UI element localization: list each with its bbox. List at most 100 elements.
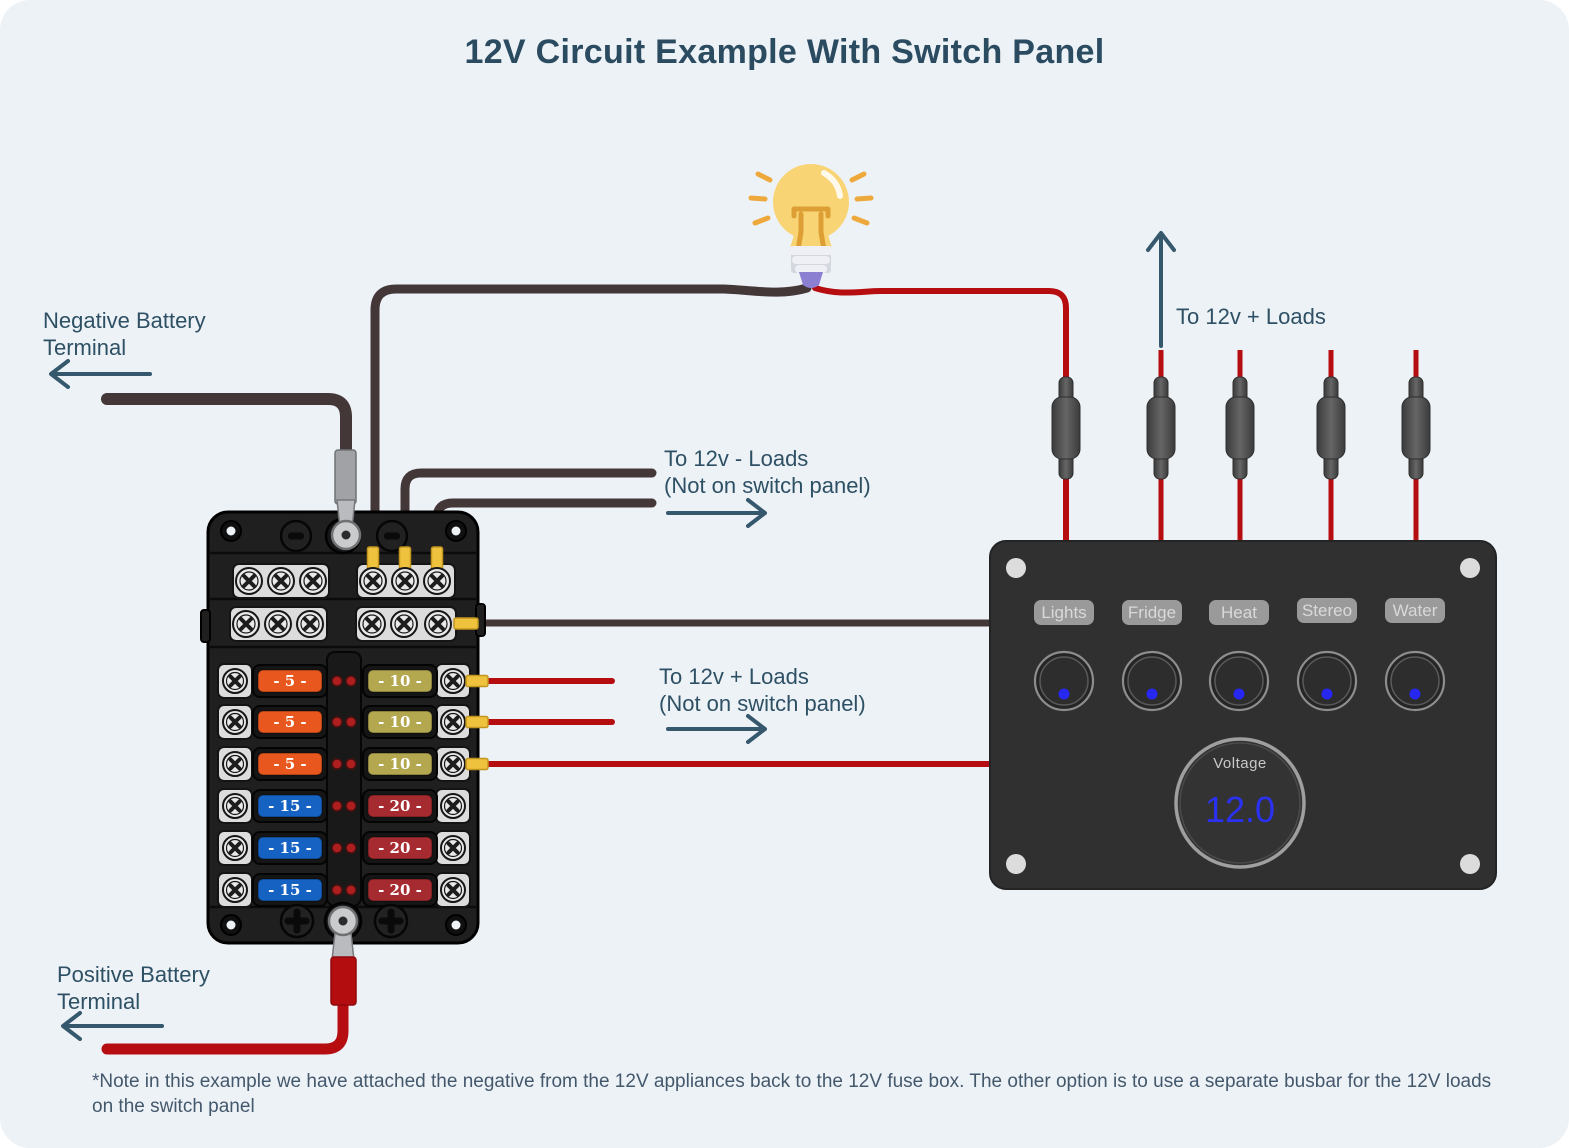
fuse-row: - 5 - - 10 - bbox=[217, 704, 489, 740]
arrow-up-panel-loads-icon bbox=[1146, 231, 1176, 348]
switch-panel-body bbox=[989, 540, 1497, 890]
positive-loads-label-line2: (Not on switch panel) bbox=[659, 690, 866, 716]
bulb-rays bbox=[748, 171, 874, 226]
fuse-row: - 5 - - 10 - bbox=[217, 746, 489, 782]
light-bulb-icon bbox=[748, 164, 874, 288]
positive-loads-label: To 12v + Loads (Not on switch panel) bbox=[659, 664, 866, 718]
arrow-right-negative-loads-icon bbox=[666, 498, 767, 528]
fuse-screw-icon bbox=[439, 667, 467, 695]
footnote: *Note in this example we have attached t… bbox=[92, 1071, 1492, 1117]
indicator-dot bbox=[331, 758, 343, 770]
fuse-row: - 5 - - 10 - bbox=[217, 663, 489, 699]
bulb-glass bbox=[773, 164, 849, 240]
panel-mount-hole-icon bbox=[1460, 854, 1480, 874]
negative-loads-label-line2: (Not on switch panel) bbox=[664, 472, 871, 498]
switch-button-fridge bbox=[1121, 650, 1183, 712]
negative-loads-label: To 12v - Loads (Not on switch panel) bbox=[664, 446, 871, 500]
fuse-value: - 5 - bbox=[273, 672, 306, 690]
fuse bbox=[367, 710, 433, 734]
fuse-box-graphic: - 5 - - 10 - - 5 - - 10 - bbox=[200, 449, 489, 1006]
terminal-screw-icon bbox=[231, 609, 261, 639]
ring-terminal-positive bbox=[327, 905, 359, 1006]
panel-mount-hole-icon bbox=[1006, 558, 1026, 578]
terminal-screw-icon bbox=[389, 609, 419, 639]
bulb-filament bbox=[791, 206, 831, 253]
fuse-value: - 10 - bbox=[378, 672, 422, 690]
switch-label-badge bbox=[1034, 600, 1094, 625]
wire-positive-battery bbox=[101, 992, 349, 1055]
mount-hole-icon bbox=[445, 914, 467, 936]
indicator-dot bbox=[331, 842, 343, 854]
negative-terminal-label: Negative Battery Terminal bbox=[43, 308, 206, 362]
mount-hole-icon bbox=[445, 520, 467, 542]
inline-fuse-holder-icon bbox=[1146, 376, 1176, 480]
fuse-screw-icon bbox=[439, 792, 467, 820]
indicator-dot bbox=[345, 884, 357, 896]
wire-bulb-to-panel-positive bbox=[812, 285, 1069, 548]
fuse-screw-icon bbox=[221, 750, 249, 778]
mount-hole-icon bbox=[220, 914, 242, 936]
spade-connector-icon bbox=[465, 674, 489, 688]
spade-connector-icon bbox=[453, 617, 479, 630]
switch-label: Heat bbox=[1221, 603, 1257, 622]
switch-label-badge bbox=[1209, 600, 1269, 625]
fuse bbox=[257, 710, 323, 734]
fuse-value: - 10 - bbox=[378, 755, 422, 773]
switch-label: Water bbox=[1393, 601, 1438, 620]
switch-label: Stereo bbox=[1302, 601, 1352, 620]
switch-label-badge bbox=[1297, 598, 1357, 623]
fuse-value: - 20 - bbox=[378, 839, 422, 857]
fuse-value: - 20 - bbox=[378, 881, 422, 899]
bulb-base-ridge bbox=[789, 246, 833, 255]
panel-loads-label: To 12v + Loads bbox=[1176, 304, 1326, 329]
fuse-screw-icon bbox=[439, 708, 467, 736]
fuse bbox=[257, 878, 323, 902]
terminal-screw-icon bbox=[263, 609, 293, 639]
wire-negative-battery bbox=[101, 393, 352, 468]
fuse-value: - 15 - bbox=[268, 881, 312, 899]
switch-button-stereo bbox=[1296, 650, 1358, 712]
indicator-dot bbox=[331, 716, 343, 728]
fuse-center-column bbox=[326, 651, 362, 907]
terminal-screw-icon bbox=[357, 609, 387, 639]
terminal-screw-icon bbox=[234, 566, 264, 596]
fuse-value: - 5 - bbox=[273, 755, 306, 773]
inline-fuse-holder-icon bbox=[1051, 376, 1081, 480]
fuse-row: - 15 - - 20 - bbox=[217, 872, 471, 908]
indicator-dot bbox=[331, 675, 343, 687]
voltage-gauge-value: 12.0 bbox=[1205, 789, 1275, 830]
fuse-screw-icon bbox=[221, 667, 249, 695]
voltage-gauge-ring bbox=[1174, 737, 1306, 869]
indicator-dot bbox=[345, 842, 357, 854]
fuse-screw-icon bbox=[439, 834, 467, 862]
panel-mount-hole-icon bbox=[1006, 854, 1026, 874]
inline-fuse-holder-icon bbox=[1401, 376, 1431, 480]
switch-button-water bbox=[1384, 650, 1446, 712]
arrow-left-negative-terminal-icon bbox=[49, 359, 152, 389]
direction-arrows bbox=[49, 231, 1176, 1041]
indicator-dot bbox=[345, 800, 357, 812]
switch-panel-graphic: Lights Fridge Heat Stereo Water Voltage … bbox=[989, 540, 1497, 890]
fuse bbox=[367, 794, 433, 818]
fuse-row: - 15 - - 20 - bbox=[217, 788, 471, 824]
terminal-screw-icon bbox=[298, 566, 328, 596]
fuse bbox=[367, 669, 433, 693]
arrow-left-positive-terminal-icon bbox=[61, 1011, 164, 1041]
positive-loads-label-line1: To 12v + Loads bbox=[659, 664, 809, 689]
fuse-screw-icon bbox=[221, 708, 249, 736]
switch-button-lights bbox=[1033, 650, 1095, 712]
inline-fuse-holder-icon bbox=[1316, 376, 1346, 480]
indicator-dot bbox=[331, 800, 343, 812]
fuse-screw-icon bbox=[439, 750, 467, 778]
switch-label-badges: Lights Fridge Heat Stereo Water bbox=[1034, 598, 1445, 625]
terminal-screw-icon bbox=[422, 566, 452, 596]
terminal-screw-icon bbox=[390, 566, 420, 596]
arrow-right-positive-loads-icon bbox=[666, 714, 767, 744]
mount-hole-icon bbox=[220, 520, 242, 542]
coin-slot-screw-icon bbox=[279, 519, 313, 553]
phillips-screw-icon bbox=[281, 905, 313, 937]
wires bbox=[101, 283, 1419, 1055]
fuse-value: - 20 - bbox=[378, 797, 422, 815]
